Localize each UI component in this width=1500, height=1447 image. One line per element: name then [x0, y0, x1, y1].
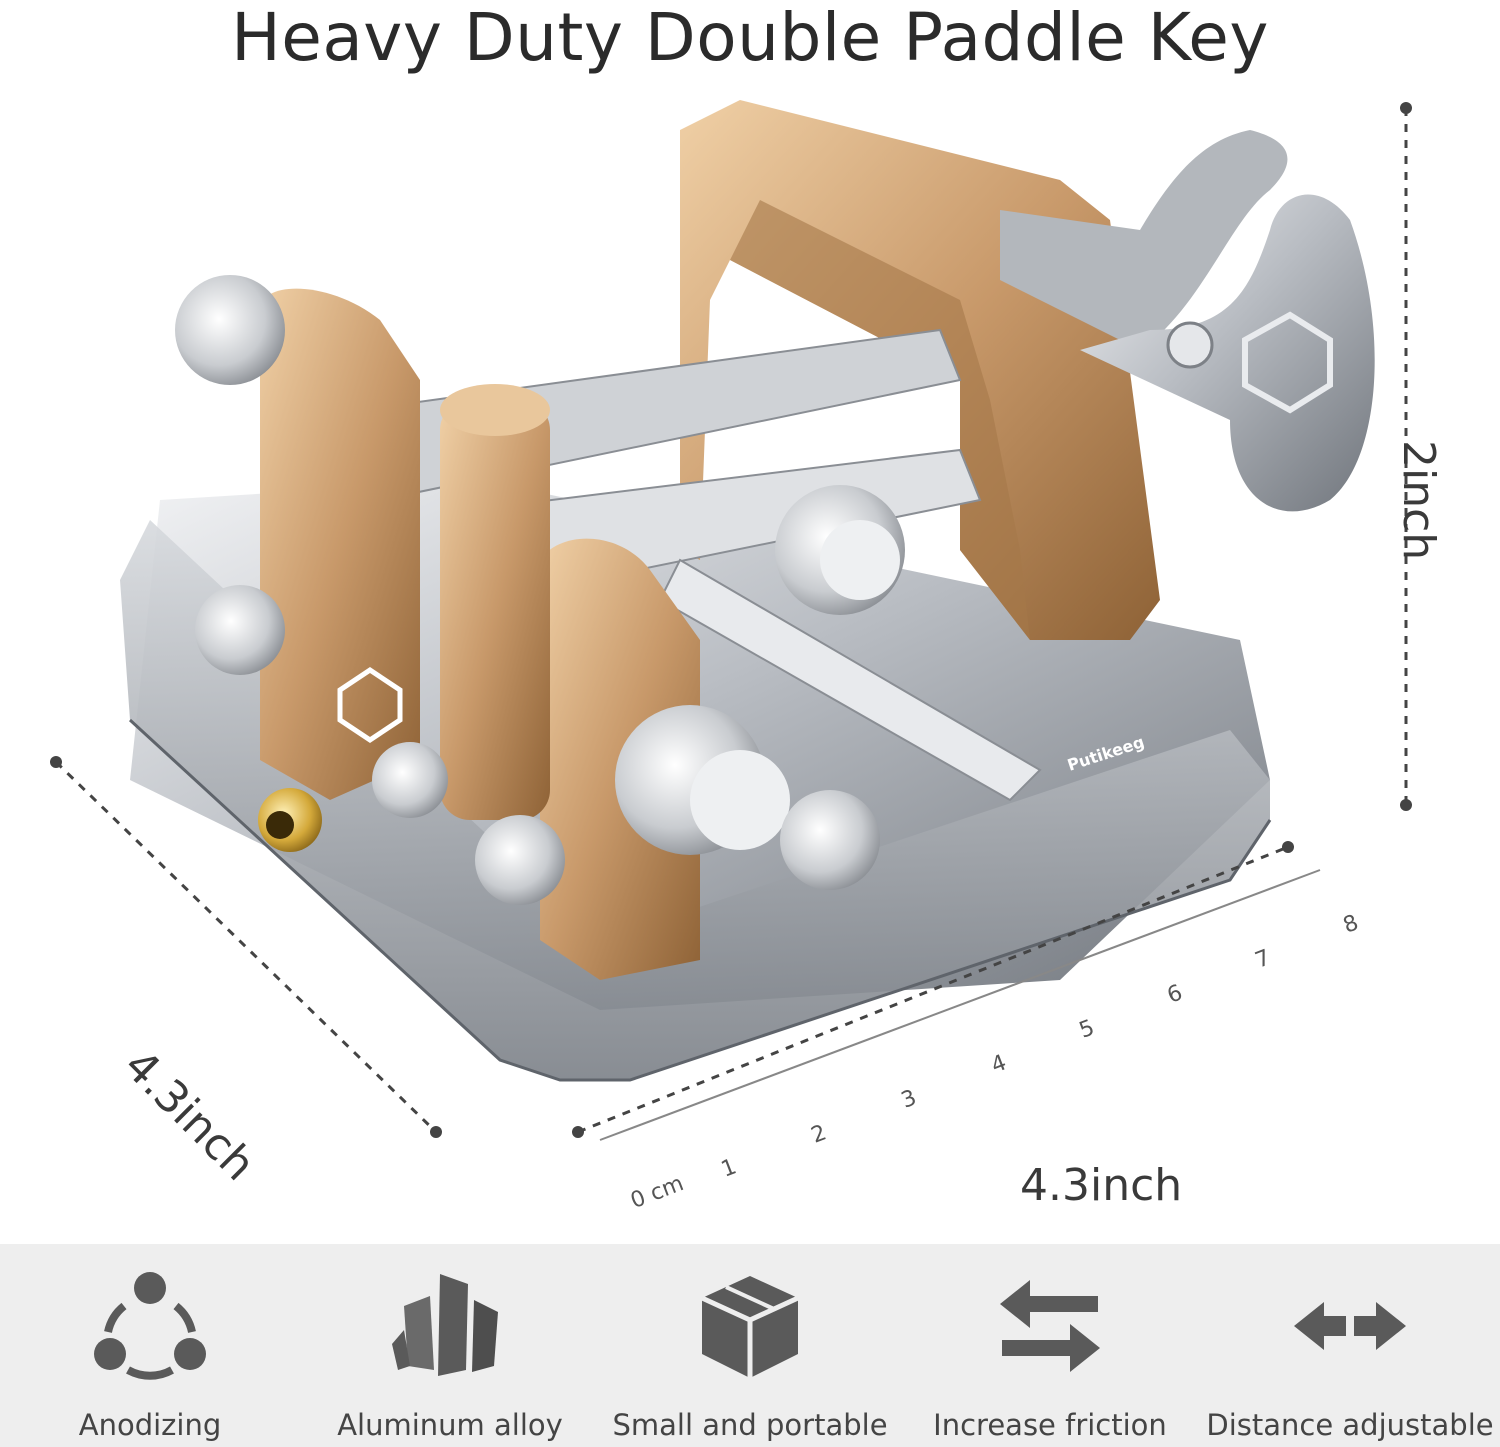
- aluminum-crystal-icon: [392, 1274, 498, 1376]
- feature-label: Aluminum alloy: [337, 1408, 563, 1442]
- brass-jack: [258, 788, 322, 852]
- box-icon: [700, 1276, 800, 1378]
- feature-distance-adjustable: Distance adjustable: [1200, 1244, 1500, 1447]
- dimension-endpoints: [50, 102, 1412, 1138]
- feature-label: Distance adjustable: [1206, 1408, 1494, 1442]
- product-illustration: 2inch 4.3inch 4.3inch Putikeeg 0 cm 1 2 …: [0, 80, 1500, 1240]
- paddles: [1000, 130, 1375, 512]
- opposing-arrows-icon: [1000, 1280, 1100, 1372]
- features-bar: Anodizing Aluminum alloy Small and porta…: [0, 1244, 1500, 1447]
- anodizing-icon: [94, 1272, 206, 1380]
- feature-label: Anodizing: [78, 1408, 222, 1442]
- double-arrow-icon: [1294, 1302, 1406, 1350]
- feature-anodizing: Anodizing: [0, 1244, 300, 1447]
- posts: [260, 288, 700, 980]
- logo-mark: [337, 666, 403, 744]
- height-dimension-label: 2inch: [1393, 440, 1444, 561]
- feature-label: Increase friction: [933, 1408, 1167, 1442]
- knobs: [175, 275, 905, 905]
- feature-small-portable: Small and portable: [600, 1244, 900, 1447]
- feature-label: Small and portable: [612, 1408, 888, 1442]
- feature-increase-friction: Increase friction: [900, 1244, 1200, 1447]
- paddle-key-image: [50, 100, 1412, 1141]
- feature-aluminum-alloy: Aluminum alloy: [300, 1244, 600, 1447]
- page-title: Heavy Duty Double Paddle Key: [231, 0, 1269, 76]
- width-dimension-label: 4.3inch: [1020, 1160, 1183, 1211]
- ruler: [599, 869, 1321, 1141]
- dimension-lines: [54, 108, 1408, 1134]
